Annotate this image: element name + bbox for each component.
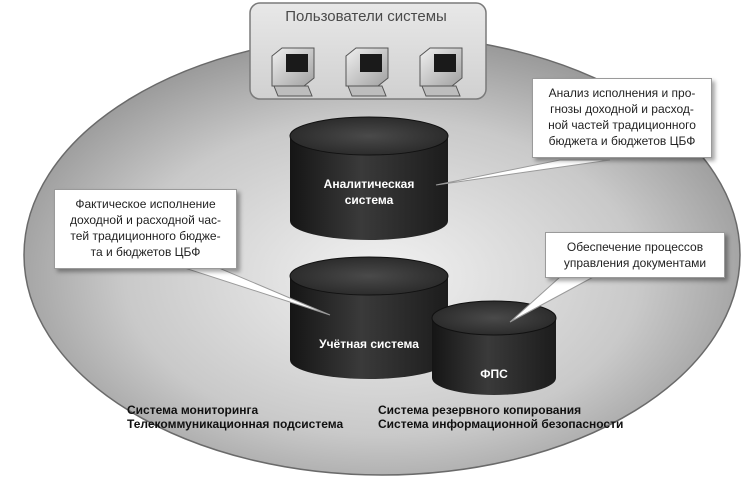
accounting-system-cylinder [289, 256, 449, 379]
users-box-title: Пользователи системы [285, 8, 447, 25]
actual-callout-line3: тей традиционного бюдже- [70, 229, 221, 243]
actual-callout-line4: та и бюджетов ЦБФ [90, 245, 201, 259]
docs-callout-line1: Обеспечение процессов [566, 240, 704, 254]
docs-callout-line2: управления документами [563, 256, 707, 270]
analytical-system-cylinder [289, 116, 449, 240]
monitoring-system-label: Система мониторинга [127, 403, 259, 417]
fps-label: ФПС [480, 367, 508, 381]
analytical-system-label-line2: система [344, 193, 394, 207]
analytical-system-label: Аналитическая система [300, 176, 438, 208]
analysis-callout-line2: гнозы доходной и расход- [550, 102, 694, 116]
backup-system-label: Система резервного копирования [378, 403, 582, 417]
security-system-label: Система информационной безопасности [378, 417, 624, 431]
actual-callout-line1: Фактическое исполнение [75, 197, 216, 211]
analysis-callout-line4: бюджета и бюджетов ЦБФ [548, 134, 696, 148]
computer-icon [345, 47, 389, 97]
accounting-system-label: Учётная система [319, 337, 419, 351]
computer-icon [271, 47, 315, 97]
analysis-callout-line1: Анализ исполнения и про- [548, 86, 696, 100]
actual-callout-line2: доходной и расходной час- [69, 213, 222, 227]
document-management-callout: Обеспечение процессов управления докумен… [545, 232, 725, 278]
analytical-system-label-line1: Аналитическая [323, 177, 415, 191]
actual-execution-callout: Фактическое исполнение доходной и расход… [54, 189, 237, 269]
analysis-callout-pointer [435, 159, 611, 186]
computer-icon [419, 47, 463, 97]
telecom-subsystem-label: Телекоммуникационная подсистема [127, 417, 344, 431]
bottom-right-subsystems: Система резервного копирования Система и… [378, 403, 623, 431]
analysis-callout: Анализ исполнения и про- гнозы доходной … [532, 78, 712, 158]
bottom-left-subsystems: Система мониторинга Телекоммуникационная… [127, 403, 343, 431]
analysis-callout-line3: ной частей традиционного [548, 118, 696, 132]
